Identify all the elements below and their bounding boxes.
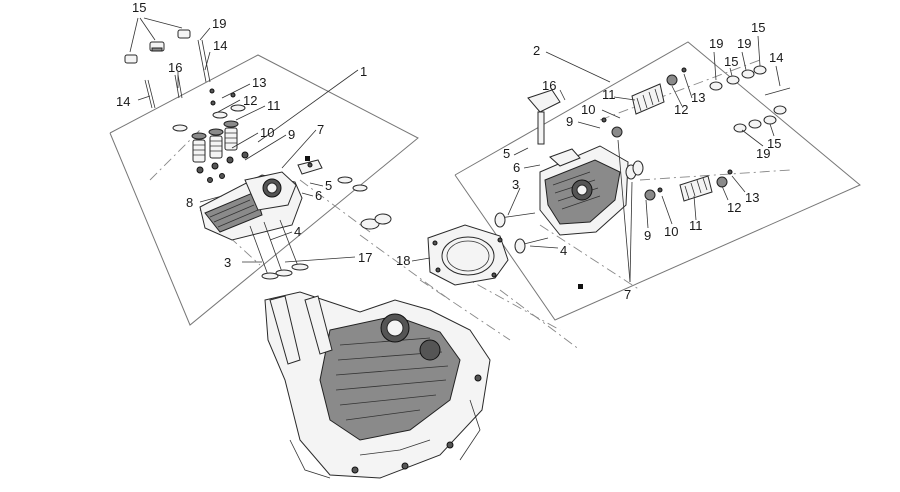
callout-label: 13: [252, 75, 266, 90]
assembly-center-lines: [149, 59, 791, 351]
callout-label: 5: [325, 178, 332, 193]
callout-label: 16: [542, 78, 556, 93]
left-top-small-parts: [124, 29, 236, 109]
callout-label: 15: [751, 20, 765, 35]
callout-label: 19: [737, 36, 751, 51]
callout-label: 15: [767, 136, 781, 151]
callout-label: 14: [116, 94, 130, 109]
leader-lines: [129, 17, 781, 283]
callout-label: 6: [315, 188, 322, 203]
callout-label: 14: [769, 50, 783, 65]
callout-label: 12: [674, 102, 688, 117]
callout-label: 9: [566, 114, 573, 129]
callout-label: 4: [560, 243, 567, 258]
callout-label: 15: [724, 54, 738, 69]
left-head-frame: [109, 54, 419, 326]
callout-label: 19: [709, 36, 723, 51]
callout-label: 3: [224, 255, 231, 270]
right-valve-springs: [494, 67, 733, 254]
callout-label: 4: [294, 224, 301, 239]
callout-label: 1: [360, 64, 367, 79]
callout-label: 9: [644, 228, 651, 243]
callout-label: 10: [581, 102, 595, 117]
callout-label: 17: [358, 250, 372, 265]
callout-label: 13: [745, 190, 759, 205]
callout-label: 11: [689, 218, 703, 233]
callout-label: 5: [503, 146, 510, 161]
callout-labels: 15 19 14 16 14 1 13 12 11 10 9 7 5 6 8 4…: [116, 0, 783, 302]
left-valve-spring-stacks: [172, 104, 249, 183]
left-valves: [249, 176, 392, 280]
right-cylinder-head: [527, 89, 629, 236]
callout-label: 7: [317, 122, 324, 137]
callout-label: 18: [396, 253, 410, 268]
reference-square-left: [305, 156, 310, 161]
callout-label: 16: [168, 60, 182, 75]
cylinder-head-gasket: [427, 224, 509, 286]
callout-label: 10: [664, 224, 678, 239]
callout-label: 3: [512, 177, 519, 192]
callout-label: 9: [288, 127, 295, 142]
callout-label: 2: [533, 43, 540, 58]
callout-label: 19: [212, 16, 226, 31]
callout-label: 12: [727, 200, 741, 215]
engine-block: [264, 291, 491, 479]
callout-label: 6: [513, 160, 520, 175]
callout-label: 19: [756, 146, 770, 161]
callout-label: 11: [602, 87, 616, 102]
callout-label: 14: [213, 38, 227, 53]
callout-label: 7: [624, 287, 631, 302]
callout-label: 10: [260, 125, 274, 140]
callout-label: 13: [691, 90, 705, 105]
callout-label: 15: [132, 0, 146, 15]
callout-label: 12: [243, 93, 257, 108]
right-head-frame: [454, 41, 861, 321]
callout-label: 8: [186, 195, 193, 210]
callout-label: 11: [267, 98, 281, 113]
left-cylinder-head: [199, 159, 323, 241]
reference-square-right: [578, 284, 583, 289]
right-top-small-parts: [709, 65, 791, 133]
